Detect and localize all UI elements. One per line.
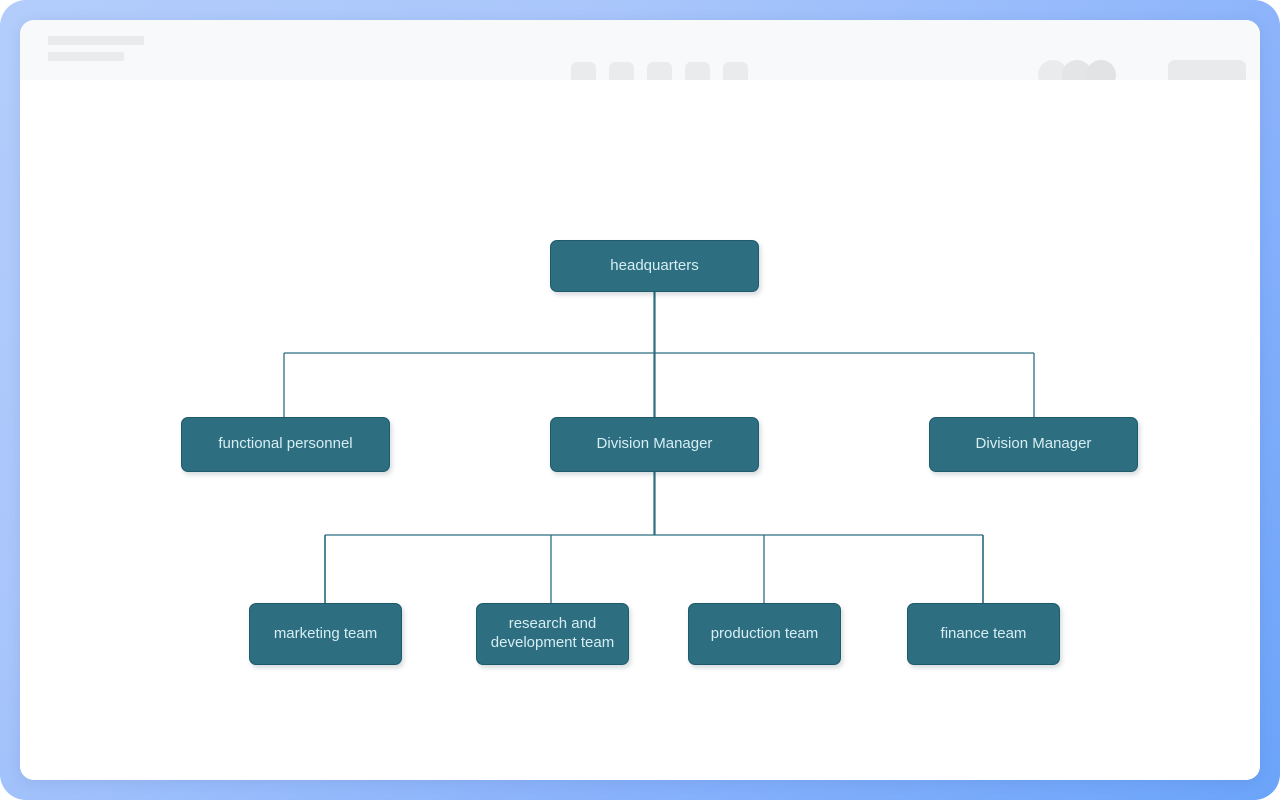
org-node-label: functional personnel bbox=[218, 435, 353, 453]
org-node-marketing[interactable]: marketing team bbox=[249, 603, 402, 665]
org-node-functional[interactable]: functional personnel bbox=[181, 417, 390, 472]
org-node-label: production team bbox=[710, 624, 819, 642]
org-node-production[interactable]: production team bbox=[688, 603, 841, 665]
document-title-placeholder bbox=[48, 36, 144, 61]
diagram-canvas[interactable]: headquarters functional personnel Division… bbox=[20, 80, 1260, 780]
org-node-label: marketing team bbox=[273, 624, 378, 642]
org-node-finance[interactable]: finance team bbox=[907, 603, 1060, 665]
title-placeholder-line-2 bbox=[48, 52, 124, 61]
org-node-label: finance team bbox=[940, 624, 1027, 642]
org-node-division1[interactable]: Division Manager bbox=[550, 417, 759, 472]
org-node-label: headquarters bbox=[610, 256, 699, 274]
org-node-label: Division Manager bbox=[975, 435, 1092, 453]
title-placeholder-line-1 bbox=[48, 36, 144, 45]
org-node-rnd[interactable]: research and development team bbox=[476, 603, 629, 665]
org-node-label: research and development team bbox=[490, 615, 615, 651]
window-card: headquarters functional personnel Division… bbox=[20, 20, 1260, 780]
org-chart: headquarters functional personnel Division… bbox=[20, 80, 1260, 780]
org-node-hq[interactable]: headquarters bbox=[550, 240, 759, 292]
toolbar bbox=[20, 20, 1260, 90]
org-node-label: Division Manager bbox=[596, 435, 713, 453]
org-node-division2[interactable]: Division Manager bbox=[929, 417, 1138, 472]
